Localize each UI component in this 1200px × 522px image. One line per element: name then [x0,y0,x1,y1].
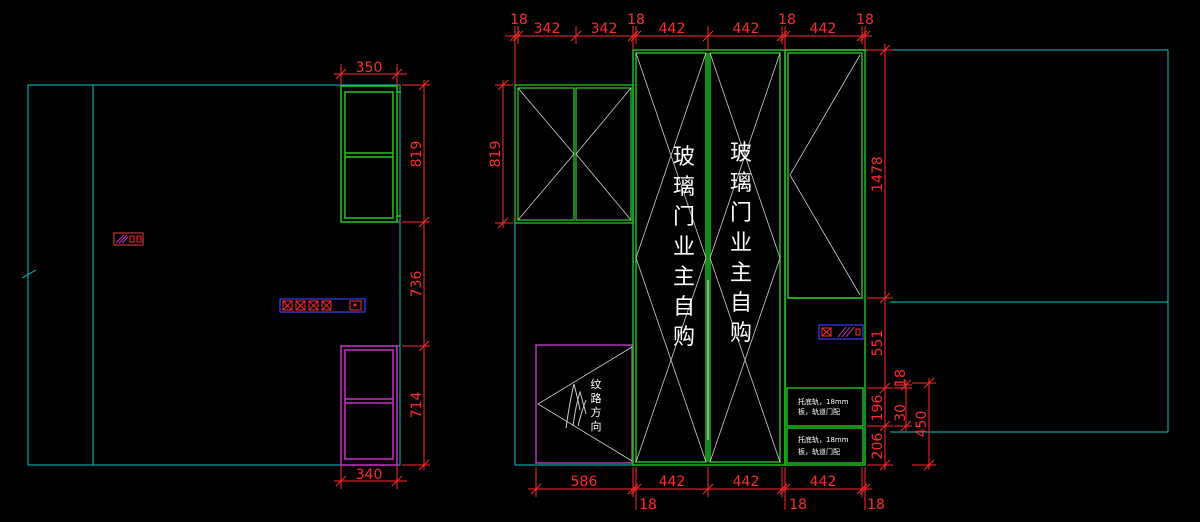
grain-label-char-3: 方 [591,405,602,419]
dim-18: 18 [893,369,909,387]
left-elevation: 350 819 736 714 340 [21,60,430,489]
top-dim-8: 442 [810,21,837,37]
glass-label-2-char-3: 门 [730,201,752,226]
bottom-dimension-lines [528,467,872,510]
bottom-dim-5: 18 [789,497,807,513]
right-elevation: 纹 路 方 向 玻 璃 门 业 主 自 购 玻 璃 门 业 主 自 购 [488,12,1169,513]
left-lower-cabinet [340,345,398,466]
top-dim-1: 18 [510,12,528,28]
dim-206: 206 [870,433,886,460]
right-socket-icon [818,324,864,340]
socket-strip-icon [279,298,366,313]
top-dim-6: 442 [733,21,760,37]
glass-door-swing-lines [635,52,781,463]
single-socket-icon [113,232,144,246]
drawer-note-2-line-2: 板，轨道门配 [798,447,840,456]
dim-left-upper: 819 [409,141,425,168]
bottom-dim-2: 18 [639,497,657,513]
right-dimension-lines [867,44,936,471]
dim-left-top: 350 [356,60,383,76]
top-dim-4: 18 [627,12,645,28]
bottom-dim-4: 442 [733,474,760,490]
drawer-note-1-line-2: 板，轨道门配 [798,407,840,416]
left-wall-outline [21,84,401,466]
glass-label-1-char-7: 购 [673,325,695,350]
dim-left-bottom: 340 [356,467,383,483]
base-door-swing-lines [537,346,633,462]
bottom-dim-6: 442 [810,474,837,490]
bottom-dim-1: 586 [571,474,598,490]
glass-label-2-char-7: 购 [730,321,752,346]
left-dimension-lines [334,64,430,489]
top-dimension-lines [505,26,872,84]
dim-196: 196 [870,395,886,422]
glass-label-1-char-6: 自 [673,295,695,320]
glass-label-2-char-6: 自 [730,291,752,316]
glass-label-1-char-5: 主 [673,265,695,290]
dim-left-middle: 736 [409,271,425,298]
upper-door-swing-lines [517,87,632,221]
glass-label-1-char-4: 业 [673,235,695,260]
dim-upper-cabinet-height: 819 [488,141,504,168]
dim-30: 30 [893,404,909,422]
top-dim-2: 342 [534,21,561,37]
base-cabinet-door [535,344,633,464]
bottom-dim-7: 18 [867,497,885,513]
glass-label-2-char-5: 主 [730,261,752,286]
drawer-note-2-line-1: 托底轨，18mm [798,435,849,444]
grain-direction-icon [565,383,587,429]
top-dim-5: 442 [659,21,686,37]
right-door-swing-lines [789,54,861,296]
top-dim-7: 18 [778,12,796,28]
glass-label-1-char-2: 璃 [673,175,695,200]
bottom-dim-3: 442 [659,474,686,490]
glass-label-1-char-3: 门 [673,205,695,230]
top-dim-3: 342 [591,21,618,37]
upper-cabinet-height-dim [495,79,513,229]
right-tall-cabinet [784,49,866,466]
dim-left-lower: 714 [409,392,425,419]
glass-label-2-char-2: 璃 [730,171,752,196]
glass-label-2-char-1: 玻 [730,141,752,166]
dim-450: 450 [914,411,930,438]
left-upper-cabinet [340,85,401,223]
dim-1478: 1478 [870,156,886,192]
grain-label-char-4: 向 [591,419,602,433]
dim-551: 551 [870,330,886,357]
drawer-note-1-line-1: 托底轨，18mm [798,397,849,406]
grain-label-char-2: 路 [591,392,602,405]
glass-label-2-char-4: 业 [730,231,752,256]
top-dim-9: 18 [856,12,874,28]
grain-label-char-1: 纹 [591,377,602,391]
glass-label-1-char-1: 玻 [673,145,695,170]
